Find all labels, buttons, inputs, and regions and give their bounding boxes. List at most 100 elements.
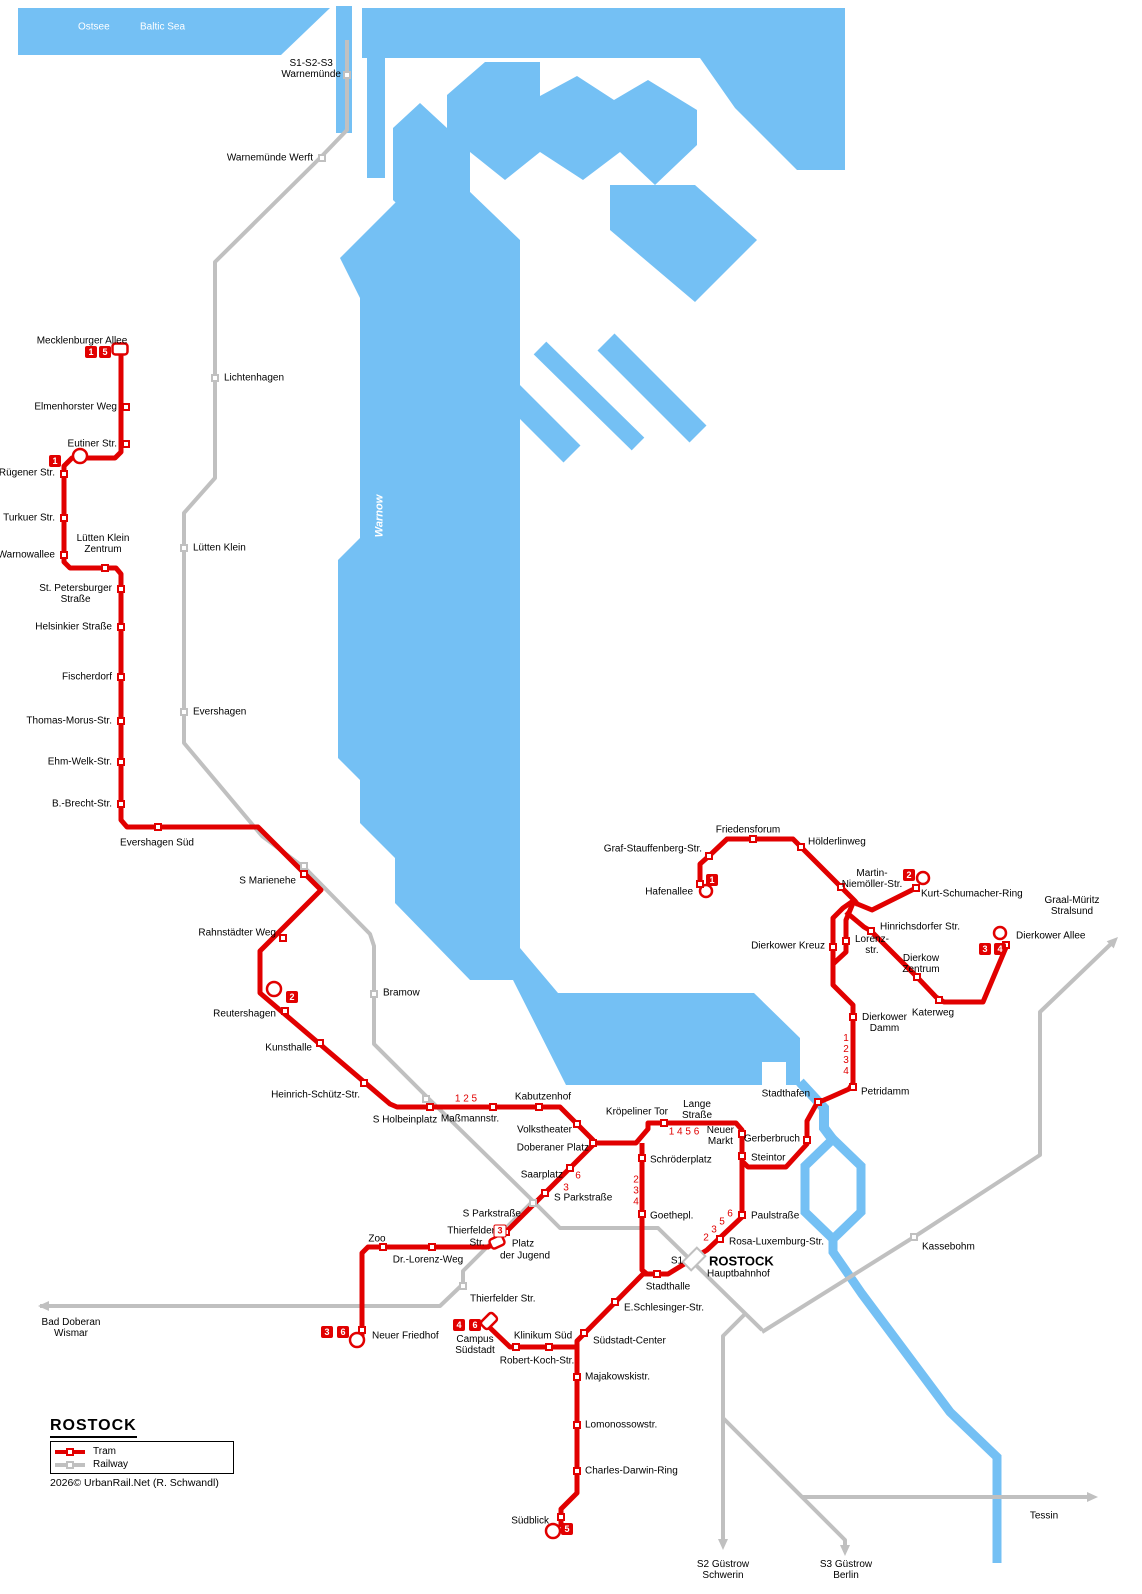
loop-neuer-friedhof <box>348 1331 366 1349</box>
line-badge-3-13: 3 <box>493 1224 507 1238</box>
station-label-elmenhorster-weg: Elmenhorster Weg <box>34 401 117 413</box>
station-label-kunsthalle: Kunsthalle <box>265 1042 312 1054</box>
line-badge-1-0: 1 <box>85 346 97 358</box>
rail-s3-south <box>776 1471 847 1552</box>
station-warnowallee <box>60 551 68 559</box>
station-label-massmannstr: Maßmannstr. <box>440 1113 500 1125</box>
station-label-bramow: Bramow <box>383 987 420 999</box>
station-label-turkuer-str: Turkuer Str. <box>3 512 55 524</box>
station-label-stadthafen: Stadthafen <box>761 1088 810 1100</box>
station-kurt-schumacher-ring <box>912 884 920 892</box>
station-bramow <box>370 990 378 998</box>
station-kunsthalle <box>316 1039 324 1047</box>
legend-credit: 2026© UrbanRail.Net (R. Schwandl) <box>50 1477 219 1489</box>
station-goetheplatz <box>638 1210 646 1218</box>
line-badge-4-10: 4 <box>453 1319 465 1331</box>
station-heinrich-schuetz-str <box>360 1079 368 1087</box>
railway-station-sample <box>66 1460 74 1469</box>
station-label-hoelderlinweg: Hölderlinweg <box>808 836 866 848</box>
railway-line-sample <box>55 1460 85 1469</box>
station-label-luetten-klein-rail: Lütten Klein <box>193 542 246 554</box>
station-label-s-holbeinplatz: S Holbeinplatz <box>372 1114 438 1126</box>
station-ehm-welk-str <box>117 758 125 766</box>
station-evershagen-rail <box>180 708 188 716</box>
station-petridamm <box>849 1083 857 1091</box>
station-thomas-morus-str <box>117 717 125 725</box>
legend: ROSTOCK Tram Railway 2026© UrbanRail.Net… <box>50 1417 234 1489</box>
rail-s2-south <box>721 1311 748 1545</box>
station-turkuer-str <box>60 514 68 522</box>
station-elmenhorster-weg <box>122 403 130 411</box>
rail-tessin <box>721 1416 1093 1499</box>
railway-arrow-ne-4 <box>1106 937 1118 949</box>
station-label-thierfelder-str-rail: Thierfelder Str. <box>470 1293 536 1305</box>
tram-station-sample <box>66 1447 74 1456</box>
station-martin-niemoeller-str <box>837 883 845 891</box>
legend-row-tram: Tram <box>55 1445 233 1458</box>
station-label-goetheplatz: Goethepl. <box>650 1210 694 1222</box>
station-rosa-luxemburg-str <box>716 1235 724 1243</box>
station-neuer-friedhof <box>358 1326 366 1334</box>
station-luetten-klein-zentrum <box>101 564 109 572</box>
tram-dierkow-branch <box>844 910 1010 1005</box>
station-label-dierkower-allee: Dierkower Allee <box>1016 930 1086 942</box>
label-sea-ostsee: Ostsee <box>78 21 110 33</box>
station-massmannstr <box>489 1103 497 1111</box>
label-dest-tessin: Tessin <box>1029 1510 1059 1522</box>
railway-arrow-down-2 <box>840 1545 850 1556</box>
station-robert-koch-str <box>545 1343 553 1351</box>
tram-line-sample <box>55 1447 85 1456</box>
station-label-heinrich-schuetz-str: Heinrich-Schütz-Str. <box>271 1089 360 1101</box>
legend-railway-label: Railway <box>93 1459 129 1470</box>
station-s-marienehe <box>300 870 308 878</box>
station-label-martin-niemoeller-str: Martin-Niemöller-Str. <box>841 868 903 890</box>
station-label-majakowskistr: Majakowskistr. <box>585 1371 651 1383</box>
railway-arrow-left-0 <box>38 1301 49 1311</box>
station-schroederplatz <box>638 1154 646 1162</box>
station-label-warnemuende-werft: Warnemünde Werft <box>226 152 313 164</box>
railway-arrow-right-3 <box>1087 1492 1098 1502</box>
label-lines-125: 1 2 5 <box>454 1093 478 1105</box>
label-thierfelder-tram-1: Thierfelder <box>447 1225 495 1237</box>
station-reutershagen <box>281 1007 289 1015</box>
water-baltic-east <box>362 8 845 58</box>
line-badge-1-2: 1 <box>49 455 61 467</box>
station-label-evershagen-sued: Evershagen Süd <box>120 837 194 849</box>
station-label-kabutzenhof: Kabutzenhof <box>514 1091 572 1103</box>
legend-tram-label: Tram <box>93 1446 116 1457</box>
railway-arrow-down-1 <box>718 1539 728 1550</box>
station-s-marienehe-rail <box>300 862 308 870</box>
station-s-parkstrasse-rail <box>529 1199 537 1207</box>
station-label-schroederplatz: Schröderplatz <box>650 1154 712 1166</box>
label-lines-6-rosa: 6 <box>727 1208 733 1220</box>
station-label-s-parkstrasse-rail: S Parkstraße <box>462 1208 521 1220</box>
line-badge-3-8: 3 <box>321 1326 333 1338</box>
station-label-saarplatz: Saarplatz <box>520 1169 563 1181</box>
station-label-stadthalle: Stadthalle <box>645 1281 691 1293</box>
loop-campus-suedstadt <box>479 1311 499 1331</box>
label-platz-der-jugend-2: der Jugend <box>499 1250 551 1262</box>
station-dierkower-damm <box>849 1013 857 1021</box>
label-platz-der-jugend-1: Platz <box>511 1238 535 1250</box>
label-thierfelder-tram-2: Str. <box>469 1237 485 1249</box>
station-label-kroepeliner-tor: Kröpeliner Tor <box>605 1106 668 1118</box>
station-ruegener-str <box>60 470 68 478</box>
station-label-paulstrasse: Paulstraße <box>751 1210 800 1222</box>
station-stadthalle <box>653 1270 661 1278</box>
legend-box: Tram Railway <box>50 1441 234 1474</box>
station-label-helsinkier-strasse: Helsinkier Straße <box>35 621 112 633</box>
station-hoelderlinweg <box>797 843 805 851</box>
label-sea-baltic: Baltic Sea <box>140 21 186 33</box>
station-neuer-markt <box>738 1130 746 1138</box>
station-label-steintor: Steintor <box>751 1152 786 1164</box>
legend-row-railway: Railway <box>55 1458 233 1471</box>
line-badge-5-12: 5 <box>561 1523 573 1535</box>
station-zoo <box>379 1243 387 1251</box>
label-rostock-hbf-sub: Hauptbahnhof <box>707 1268 770 1280</box>
station-kassebohm <box>910 1233 918 1241</box>
